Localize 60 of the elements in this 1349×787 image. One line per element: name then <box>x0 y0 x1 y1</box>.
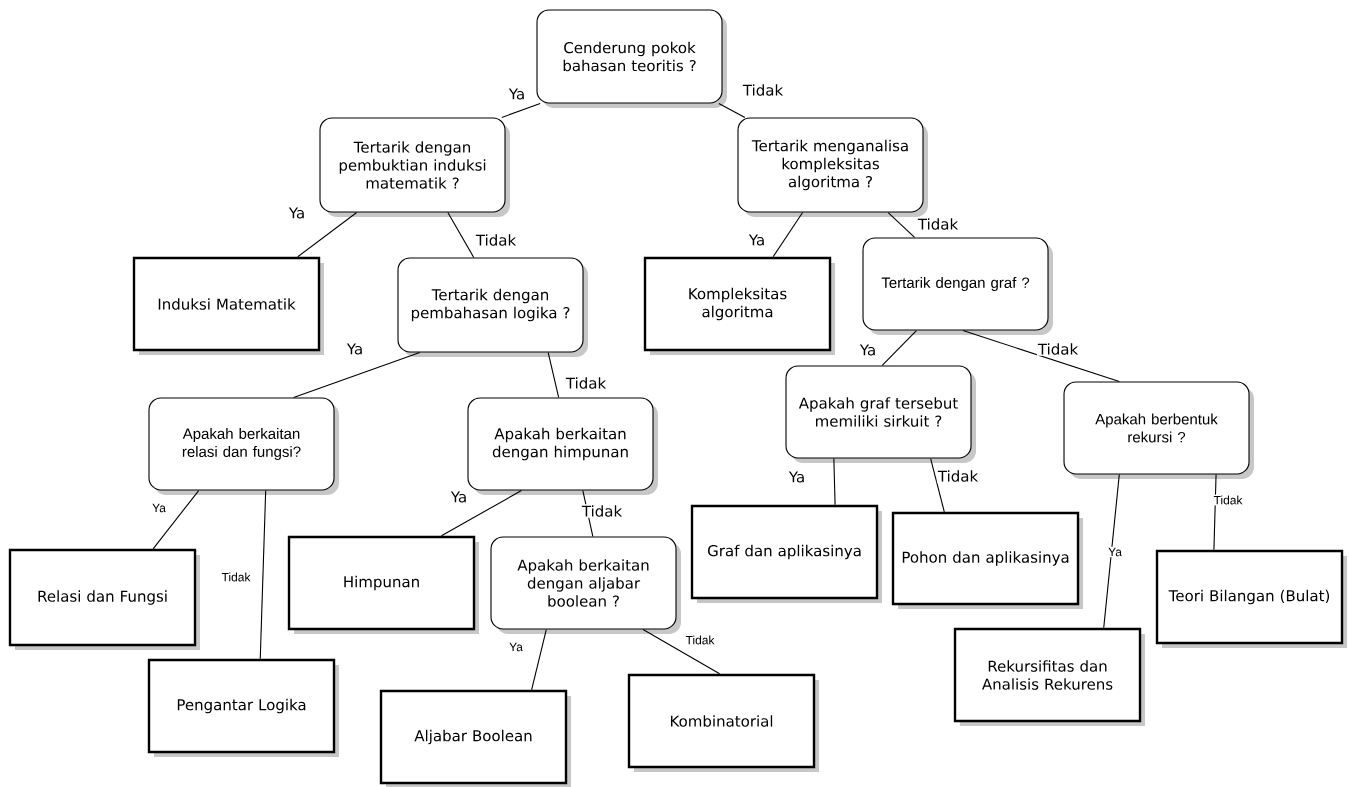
topic-box: Pohon dan aplikasinya <box>891 511 1083 609</box>
edge-label: Ya <box>787 470 807 484</box>
connector-line <box>772 212 804 258</box>
edge-label: Tidak <box>580 504 624 518</box>
decision-box: Cenderung pokok bahasan teoritis ? <box>536 9 727 108</box>
topic-box: Rekursifitas dan Analisis Rekurens <box>953 627 1145 726</box>
connector-line <box>547 352 560 398</box>
decision-box: Apakah berkaitan relasi dan fungsi? <box>148 397 339 495</box>
edge-label: Tidak <box>220 571 252 583</box>
decision-box: Tertarik dengan graf ? <box>862 237 1053 335</box>
decision-box: Tertarik menganalisa kompleksitas algoritma ? <box>737 117 928 217</box>
decision-box: Apakah graf tersebut memiliki sirkuit ? <box>785 365 976 463</box>
connector-line <box>718 103 746 118</box>
connector-line <box>887 212 916 238</box>
decision-box: Apakah berbentuk rekursi ? <box>1063 381 1254 479</box>
connector-line <box>501 103 541 118</box>
connector-line <box>440 490 522 537</box>
edge-label: Ya <box>858 343 878 357</box>
topic-box: Aljabar Boolean <box>379 689 571 787</box>
edge-label: Tidak <box>1036 342 1080 356</box>
edge-label: Tidak <box>684 634 716 646</box>
edge-label: Ya <box>1107 546 1123 558</box>
edge-label: Ya <box>151 502 167 514</box>
connector-line <box>930 458 945 513</box>
connector-line <box>152 490 200 550</box>
connector-line <box>297 212 358 258</box>
edge-label: Ya <box>287 206 307 220</box>
topic-box: Kompleksitas algoritma <box>643 256 835 355</box>
connector-line <box>881 330 917 366</box>
topic-box: Kombinatorial <box>627 673 819 772</box>
connector-line <box>962 330 1120 382</box>
connector-line <box>1103 474 1120 629</box>
decision-box: Tertarik dengan pembuktian induksi matematik ? <box>319 117 510 217</box>
edge-label: Tidak <box>741 83 785 97</box>
edge-label: Ya <box>747 233 767 247</box>
topic-box: Induksi Matematik <box>132 256 324 355</box>
edge-label: Tidak <box>936 469 980 483</box>
connector-line <box>447 212 475 258</box>
edge-label: Tidak <box>1212 494 1244 506</box>
edge-label: Ya <box>507 87 527 101</box>
topic-box: Teori Bilangan (Bulat) <box>1155 549 1347 648</box>
topic-box: Himpunan <box>287 535 479 634</box>
edge-label: Ya <box>345 342 365 356</box>
connector-line <box>642 629 721 675</box>
decision-box: Tertarik dengan pembahasan logika ? <box>397 257 588 357</box>
edge-label: Ya <box>508 641 524 653</box>
topic-box: Relasi dan Fungsi <box>8 548 200 650</box>
topic-box: Graf dan aplikasinya <box>690 504 882 603</box>
edge-label: Ya <box>449 490 469 504</box>
connector-line <box>531 629 547 691</box>
connector-line <box>833 458 836 506</box>
edge-label: Tidak <box>474 233 518 247</box>
topic-box: Pengantar Logika <box>147 658 339 757</box>
connector-line <box>293 352 421 398</box>
connector-line <box>1213 474 1217 551</box>
edge-label: Tidak <box>564 376 608 390</box>
decision-box: Apakah berkaitan dengan himpunan <box>467 397 658 495</box>
edge-label: Tidak <box>916 217 960 231</box>
decision-box: Apakah berkaitan dengan aljabar boolean ? <box>490 536 681 634</box>
connector-line <box>259 490 267 660</box>
